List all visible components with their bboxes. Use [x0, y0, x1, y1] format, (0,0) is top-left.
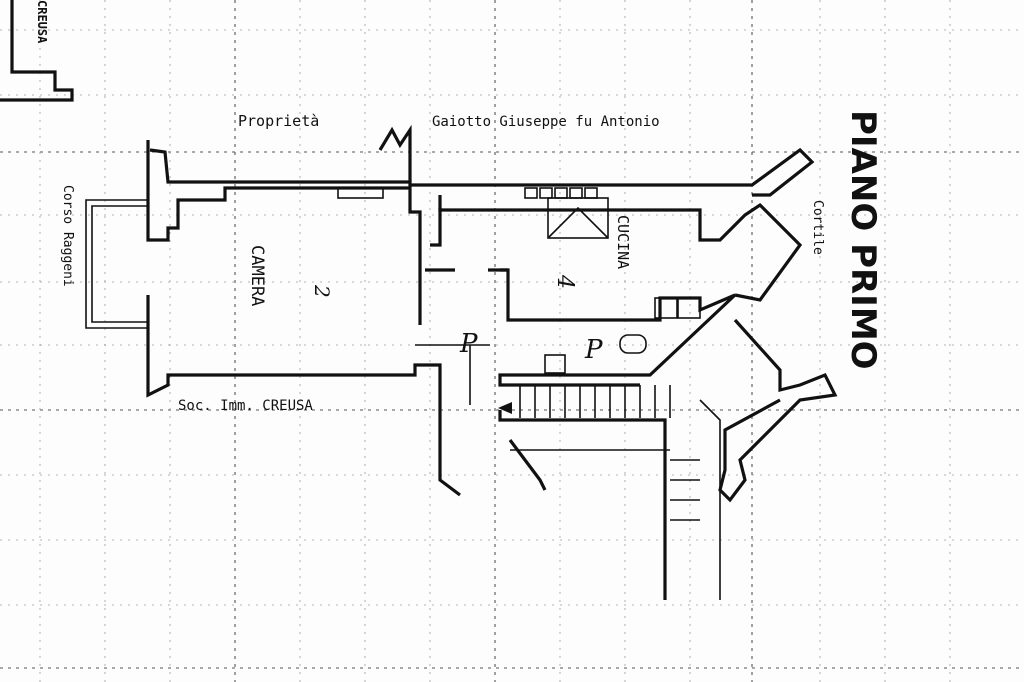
neighbour-top-label: Proprietà: [238, 112, 319, 130]
mark-p-left: P: [459, 329, 478, 359]
neighbour-owner-label: Gaiotto Giuseppe fu Antonio: [432, 114, 660, 130]
camera-room-number: 2: [310, 284, 334, 298]
courtyard-label: Cortile: [810, 200, 825, 255]
corner-top-label: CREUSA: [35, 0, 49, 44]
cucina-room-walls: [430, 187, 803, 387]
neighbour-bottom-label: Soc. Imm. CREUSA: [178, 398, 313, 414]
door-openings: [415, 268, 508, 405]
balcony-outline: [85, 199, 148, 329]
staircase: [498, 385, 721, 600]
cucina-room-label: CUCINA: [614, 215, 632, 269]
courtyard-building-outline: [718, 318, 838, 503]
camera-room-walls: [146, 140, 461, 497]
plan-title: PIANO PRIMO: [843, 110, 883, 370]
corner-building-outline: [0, 0, 74, 102]
property-boundary: [149, 124, 815, 197]
mark-p-right: P: [584, 335, 603, 365]
camera-room-label: CAMERA: [247, 245, 267, 306]
street-left-label: Corso Raggeni: [60, 185, 75, 287]
cucina-room-number: 4: [552, 274, 577, 289]
